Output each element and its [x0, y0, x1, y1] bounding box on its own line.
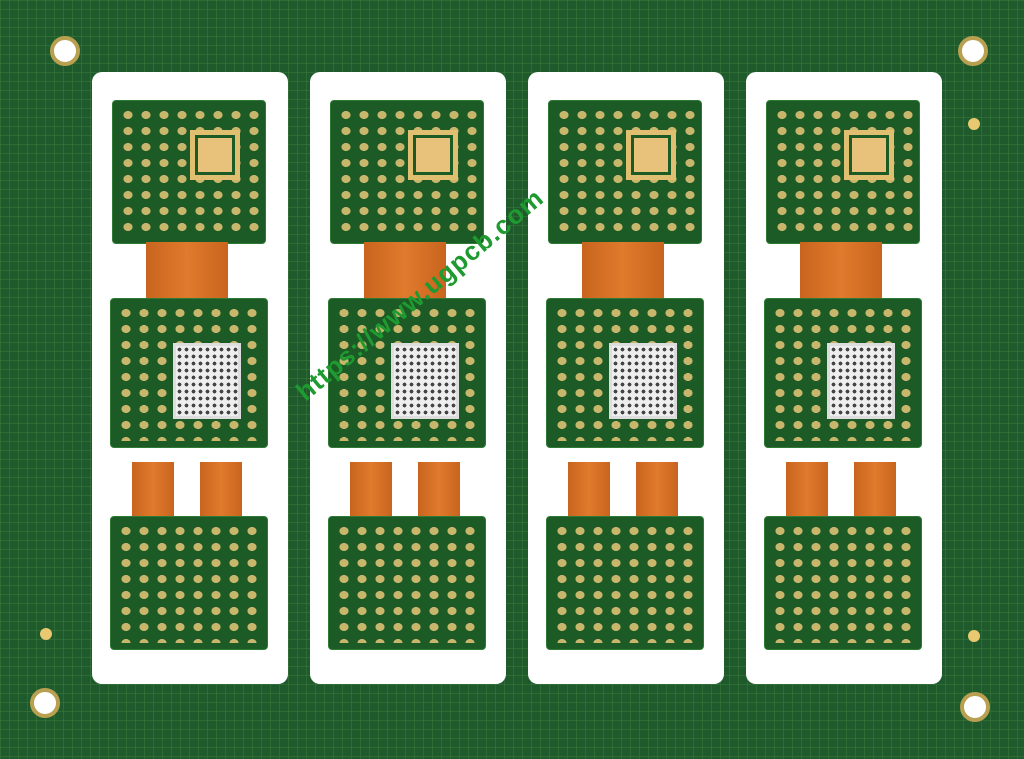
- fiducial: [968, 630, 980, 642]
- board-array: [528, 72, 724, 684]
- tooling-hole: [958, 36, 988, 66]
- tooling-hole: [960, 692, 990, 722]
- board-array: [92, 72, 288, 684]
- board-array: [746, 72, 942, 684]
- fiducial: [40, 628, 52, 640]
- tooling-hole: [30, 688, 60, 718]
- tooling-hole: [50, 36, 80, 66]
- board-array: [310, 72, 506, 684]
- fiducial: [968, 118, 980, 130]
